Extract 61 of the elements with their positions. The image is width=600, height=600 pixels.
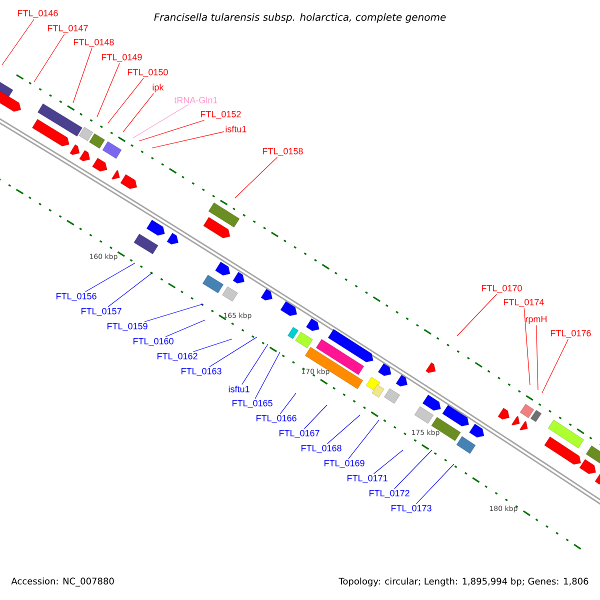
gene-label: FTL_0163 <box>182 368 222 376</box>
leader-line <box>254 352 280 400</box>
gene-label: FTL_0172 <box>370 490 410 498</box>
gene-label: FTL_0146 <box>18 10 58 18</box>
leader-line <box>209 336 258 368</box>
leader-line <box>122 93 154 132</box>
leader-line <box>72 48 92 104</box>
gene-label: FTL_0170 <box>482 284 522 294</box>
gene-label: FTL_0173 <box>392 504 432 514</box>
gene-label: FTL_0171 <box>348 474 388 484</box>
leader-line <box>373 450 404 474</box>
gene-label: FTL_0162 <box>158 352 198 362</box>
gene-label: FTL_0156 <box>56 292 96 302</box>
gene-label: rpmH <box>526 316 546 324</box>
leader-line <box>326 414 360 444</box>
leader-line <box>138 120 205 142</box>
gene-label: tRNA-Gln1 <box>174 96 218 104</box>
leader-line <box>132 104 189 138</box>
leader-line <box>536 324 538 390</box>
gene-label: FTL_0169 <box>324 460 364 468</box>
gene-label: FTL_0168 <box>302 444 342 454</box>
gene-label: FTL_0159 <box>108 322 148 332</box>
leader-line <box>456 294 498 336</box>
gene-label: isftu1 <box>228 386 250 392</box>
leader-line <box>85 262 136 292</box>
leader-line <box>234 156 278 198</box>
leader-line <box>192 338 232 352</box>
gene-label: FTL_0176 <box>550 330 591 338</box>
leader-line <box>165 320 206 338</box>
leader-line <box>348 420 380 460</box>
gene-label: FTL_0157 <box>82 308 122 316</box>
gene-label: FTL_0166 <box>256 414 296 424</box>
leader-line <box>242 344 268 385</box>
gene-label: FTL_0150 <box>128 68 168 78</box>
leader-line <box>524 308 530 386</box>
footer-text: Accession: NC_007880 <box>11 578 114 586</box>
gene-label: ipk <box>152 84 164 92</box>
leader-line <box>108 78 144 124</box>
leader-line <box>280 392 296 414</box>
leader-line <box>304 404 328 430</box>
leader-line <box>416 464 454 504</box>
gene-label: FTL_0167 <box>280 430 320 438</box>
leader-line <box>108 272 152 308</box>
leader-line <box>34 34 65 82</box>
gene-label: FTL_0147 <box>48 24 88 34</box>
leader-line <box>542 338 568 394</box>
title: Francisella tularensis subsp. holarctica, complete genome <box>154 13 446 23</box>
gene-label: FTL_0149 <box>102 54 142 62</box>
gene-label: FTL_0165 <box>232 400 272 408</box>
leader-line <box>144 304 204 322</box>
gene-label: FTL_0148 <box>74 38 114 48</box>
leader-line <box>152 131 224 148</box>
gene-label: FTL_0158 <box>262 148 303 156</box>
leader-line <box>394 450 432 490</box>
gene-label: isftu1 <box>226 126 246 132</box>
gene-label: FTL_0152 <box>200 110 241 120</box>
gene-label: FTL_0160 <box>134 338 174 346</box>
footer-text: Topology: circular; Length: 1,895,994 bp; Genes: 1,806 <box>338 578 588 586</box>
leader-line <box>2 18 34 66</box>
leader-line <box>96 62 120 118</box>
gene-label: FTL_0174 <box>504 298 544 308</box>
